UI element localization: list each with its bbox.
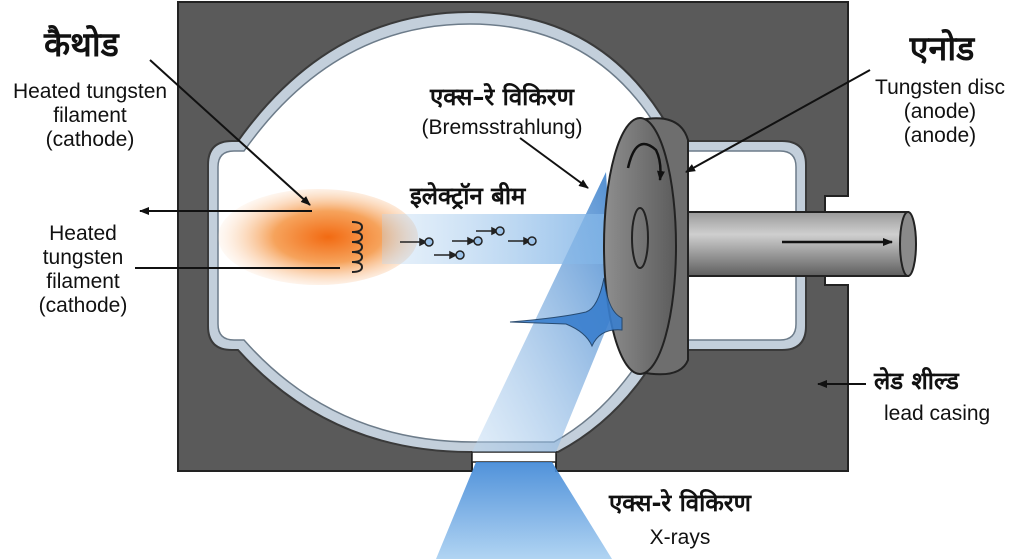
pointer-lines (135, 59, 871, 388)
cathode-en-line-3: (cathode) (45, 128, 135, 152)
anode-disc-hub (631, 207, 649, 269)
disc-rotation-arrow (626, 142, 665, 181)
cathode-en-line-1: Heated tungsten (12, 80, 168, 103)
filament-description: Heated tungsten filament (cathode) (8, 222, 158, 319)
xray-top-label-hi: एक्स–रे विकिरण (430, 83, 574, 111)
lead-casing-label-en: lead casing (884, 402, 991, 425)
filament-line-1: Heated (49, 222, 117, 245)
anode-shaft (679, 211, 909, 277)
cathode-description: Heated tungsten filament (cathode) (2, 80, 178, 152)
xray-top-label-en: (Bremsstrahlung) (421, 116, 583, 139)
x-ray-cone (436, 462, 612, 559)
anode-en-line-1: Tungsten disc (875, 76, 1005, 99)
cathode-en-line-2: filament (53, 104, 127, 128)
filament-line-2: tungsten (42, 246, 124, 270)
lead-shield-label-hi: लेड शील्ड (874, 367, 959, 395)
electrons (400, 226, 537, 260)
xray-bottom-label-hi: एक्स-रे विकिरण (609, 489, 751, 517)
filament-line-4: (cathode) (38, 294, 128, 318)
xray-bottom-label-en: X-rays (649, 526, 711, 549)
electron-beam-label: इलेक्ट्रॉन बीम (410, 182, 526, 210)
anode-shaft-end (899, 211, 917, 277)
filament-glow (218, 189, 418, 285)
filament-line-3: filament (46, 270, 120, 294)
anode-description: Tungsten disc (anode) (anode) (860, 76, 1020, 148)
electron-beam (382, 214, 604, 264)
anode-en-line-3: (anode) (903, 124, 977, 148)
cathode-label-hi: कैथोड (44, 25, 119, 65)
anode-disc (603, 117, 677, 375)
exit-window (471, 451, 557, 463)
filament-coil (351, 221, 364, 273)
emission-spike (509, 277, 623, 348)
anode-en-line-2: (anode) (903, 100, 977, 124)
anode-label-hi: एनोड (909, 29, 975, 69)
